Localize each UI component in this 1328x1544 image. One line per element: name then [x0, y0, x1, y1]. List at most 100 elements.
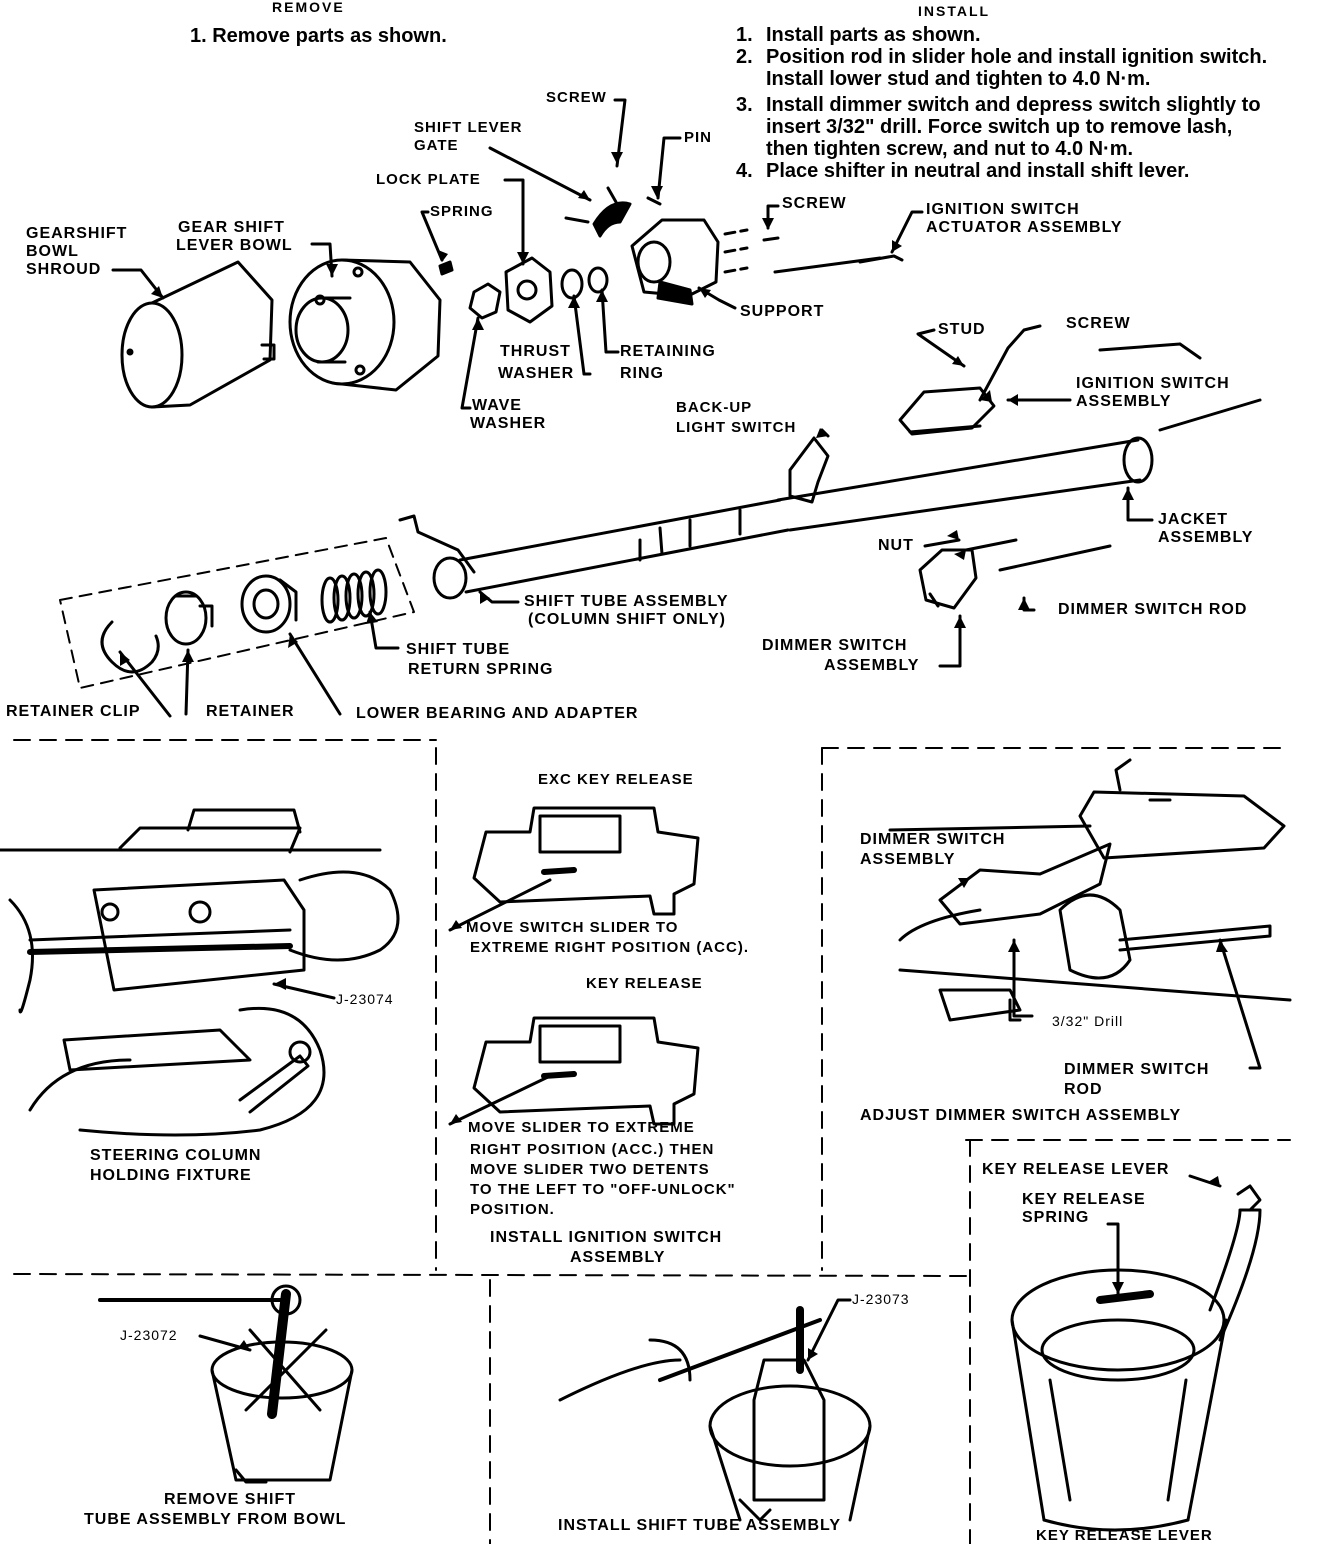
fixture-caption-1: STEERING COLUMN [90, 1147, 262, 1164]
fixture-tool-number: J-23074 [336, 991, 394, 1007]
label-screw-top: SCREW [546, 89, 607, 106]
install-tube-caption: INSTALL SHIFT TUBE ASSEMBLY [558, 1517, 842, 1534]
ignition-move-switch-1: MOVE SWITCH SLIDER TO [466, 919, 679, 936]
gearshift-bowl-shroud-drawing [120, 260, 276, 409]
label-screw-right: SCREW [782, 195, 847, 212]
label-dimmer-switch-assembly-1: DIMMER SWITCH [762, 637, 908, 654]
label-shift-tube-assembly-2: (COLUMN SHIFT ONLY) [528, 611, 726, 628]
label-retaining-ring-2: RING [620, 365, 664, 382]
label-retaining-ring-1: RETAINING [620, 343, 716, 360]
label-spring: SPRING [430, 203, 494, 220]
retaining-ring-drawing [587, 266, 609, 294]
lower-bearing-drawing [240, 574, 298, 634]
label-shift-lever-gate-1: SHIFT LEVER [414, 119, 523, 136]
dimmer-switch-assembly-drawing [918, 548, 978, 610]
label-gearshift-bowl-shroud-3: SHROUD [26, 261, 102, 278]
label-pin: PIN [684, 129, 713, 146]
ignition-key-release: KEY RELEASE [586, 975, 703, 992]
key-lever-label: KEY RELEASE LEVER [982, 1161, 1170, 1178]
install-step: 2.Position rod in slider hole and instal… [736, 46, 1268, 90]
label-ignition-switch-actuator-1: IGNITION SWITCH [926, 201, 1080, 218]
backup-light-switch-drawing [788, 436, 830, 504]
spring-drawing [438, 260, 454, 276]
key-lever-caption: KEY RELEASE LEVER [1036, 1527, 1213, 1544]
label-shift-tube-return-spring-1: SHIFT TUBE [406, 641, 511, 658]
install-step: 4.Place shifter in neutral and install s… [736, 160, 1190, 182]
label-backup-light-switch-2: LIGHT SWITCH [676, 419, 797, 436]
dashed-group-box [59, 537, 415, 689]
label-ignition-switch-actuator-2: ACTUATOR ASSEMBLY [926, 219, 1123, 236]
ignition-switch-key-release-drawing [472, 1016, 700, 1126]
install-tube-tool-number: J-23073 [852, 1291, 910, 1307]
remove-header: REMOVE [272, 0, 345, 15]
shift-tube-return-spring-drawing [320, 568, 388, 624]
label-dimmer-switch-assembly-2: ASSEMBLY [824, 657, 920, 674]
jacket-assembly-drawing [776, 398, 1262, 532]
remove-tube-caption-1: REMOVE SHIFT [164, 1491, 297, 1508]
ignition-switch-assembly-drawing [898, 386, 996, 436]
ignition-caption-2: ASSEMBLY [570, 1249, 666, 1266]
key-release-lever-drawing [1010, 1184, 1262, 1532]
label-gear-shift-lever-bowl-2: LEVER BOWL [176, 237, 293, 254]
gear-shift-lever-bowl-drawing [288, 258, 442, 392]
label-backup-light-switch-1: BACK-UP [676, 399, 753, 416]
dimmer-rod-label-2: ROD [1064, 1081, 1103, 1098]
label-gear-shift-lever-bowl-1: GEAR SHIFT [178, 219, 285, 236]
label-screw-stud: SCREW [1066, 315, 1131, 332]
install-shift-tube-drawing [558, 1306, 872, 1522]
label-dimmer-switch-rod: DIMMER SWITCH ROD [1058, 601, 1248, 618]
dimmer-drill-label: 3/32" Drill [1052, 1013, 1124, 1029]
label-retainer-clip: RETAINER CLIP [6, 703, 141, 720]
ignition-switch-exc-key-release-drawing [472, 806, 700, 916]
ignition-move-slider-5: POSITION. [470, 1201, 555, 1218]
label-shift-lever-gate-2: GATE [414, 137, 459, 154]
label-gearshift-bowl-shroud-2: BOWL [26, 243, 79, 260]
install-step: 3.Install dimmer switch and depress swit… [736, 94, 1261, 160]
install-header: INSTALL [918, 3, 991, 19]
label-thrust-washer-1: THRUST [500, 343, 571, 360]
shift-lever-gate-drawing [592, 201, 632, 238]
wave-washer-drawing [468, 282, 502, 320]
remove-tube-tool-number: J-23072 [120, 1327, 178, 1343]
lock-plate-drawing [504, 256, 554, 324]
support-drawing [630, 218, 720, 306]
label-thrust-washer-2: WASHER [498, 365, 575, 382]
label-jacket-assembly-2: ASSEMBLY [1158, 529, 1254, 546]
ignition-move-slider-1: MOVE SLIDER TO EXTREME [468, 1119, 695, 1136]
ignition-move-slider-2: RIGHT POSITION (ACC.) THEN [470, 1141, 715, 1158]
ignition-caption-1: INSTALL IGNITION SWITCH [490, 1229, 723, 1246]
label-gearshift-bowl-shroud-1: GEARSHIFT [26, 225, 128, 242]
label-wave-washer-1: WAVE [472, 397, 522, 414]
ignition-move-slider-3: MOVE SLIDER TWO DETENTS [470, 1161, 710, 1178]
key-lever-spring-label-2: SPRING [1022, 1209, 1090, 1226]
label-lower-bearing: LOWER BEARING AND ADAPTER [356, 705, 639, 722]
label-retainer: RETAINER [206, 703, 295, 720]
remove-shift-tube-drawing [98, 1284, 354, 1484]
holding-fixture-drawing [0, 808, 400, 1137]
ignition-move-slider-4: TO THE LEFT TO "OFF-UNLOCK" [470, 1181, 736, 1198]
key-lever-spring-label-1: KEY RELEASE [1022, 1191, 1146, 1208]
remove-tube-caption-2: TUBE ASSEMBLY FROM BOWL [84, 1511, 347, 1528]
retainer-drawing [164, 590, 214, 646]
label-nut: NUT [878, 537, 914, 554]
dimmer-assembly-label-2: ASSEMBLY [860, 851, 956, 868]
label-jacket-assembly-1: JACKET [1158, 511, 1229, 528]
label-stud: STUD [938, 321, 986, 338]
label-wave-washer-2: WASHER [470, 415, 547, 432]
dimmer-switch-adjust-drawing [888, 758, 1292, 1022]
retainer-clip-drawing [100, 620, 160, 674]
shift-tube-assembly-drawing [398, 498, 790, 600]
label-ignition-switch-assembly-1: IGNITION SWITCH [1076, 375, 1230, 392]
label-lock-plate: LOCK PLATE [376, 171, 481, 188]
label-shift-tube-assembly-1: SHIFT TUBE ASSEMBLY [524, 593, 729, 610]
remove-step-1: 1. Remove parts as shown. [190, 25, 447, 47]
ignition-move-switch-2: EXTREME RIGHT POSITION (ACC). [470, 939, 750, 956]
dimmer-rod-label-1: DIMMER SWITCH [1064, 1061, 1210, 1078]
fixture-caption-2: HOLDING FIXTURE [90, 1167, 252, 1184]
label-support: SUPPORT [740, 303, 825, 320]
dimmer-caption: ADJUST DIMMER SWITCH ASSEMBLY [860, 1107, 1182, 1124]
label-ignition-switch-assembly-2: ASSEMBLY [1076, 393, 1172, 410]
install-steps: 1.Install parts as shown. 2.Position rod… [736, 24, 1267, 182]
